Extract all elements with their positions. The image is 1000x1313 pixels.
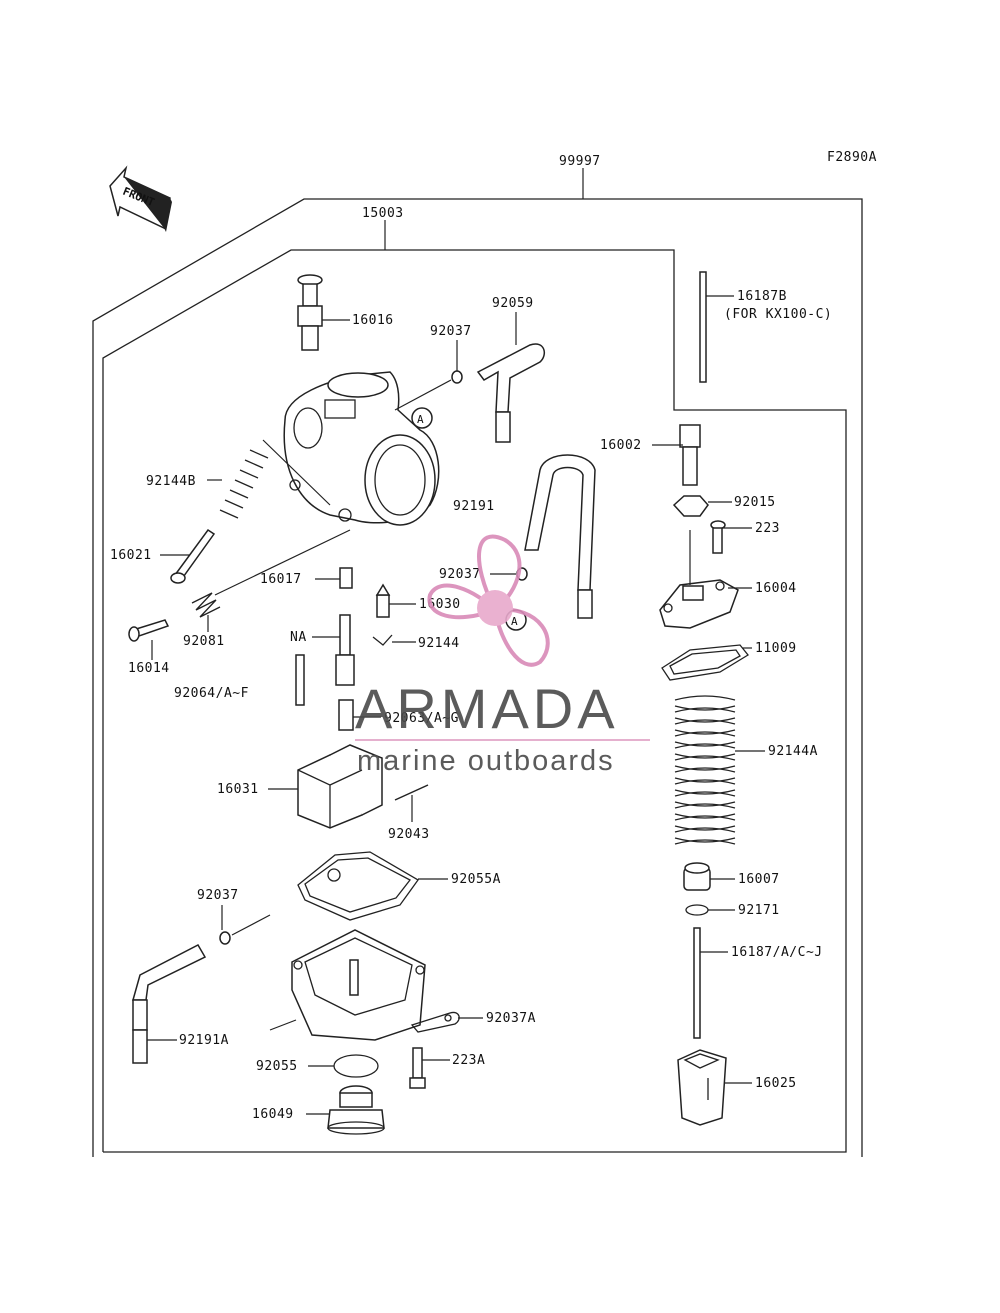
label-16004: 16004 — [755, 581, 797, 596]
part-92081: 92081 — [183, 529, 351, 649]
part-16187b: 16187B (FOR KX100-C) — [699, 271, 832, 383]
part-92144b: 92144B — [146, 439, 331, 519]
label-16031: 16031 — [217, 782, 259, 797]
label-92055: 92055 — [256, 1059, 298, 1074]
marker-a-mid-label: A — [511, 615, 518, 628]
propeller-logo — [427, 534, 550, 667]
part-92037a: 92037A — [410, 1011, 536, 1033]
part-92171: 92171 — [685, 903, 780, 918]
label-92064: 92064/A~F — [174, 686, 249, 701]
label-na: NA — [290, 630, 307, 645]
label-16030: 16030 — [419, 597, 461, 612]
armada-watermark: ARMADA marine outboards — [355, 534, 650, 777]
part-16002: 16002 — [600, 424, 701, 486]
part-16017: 16017 — [260, 567, 353, 589]
marker-a-top: A — [411, 407, 433, 429]
part-16021: 16021 — [110, 528, 216, 584]
part-92055: 92055 — [256, 1054, 379, 1078]
marker-a-top-label: A — [417, 413, 424, 426]
part-16007: 16007 — [683, 862, 780, 891]
label-92043: 92043 — [388, 827, 430, 842]
label-92037a: 92037A — [486, 1011, 536, 1026]
part-16049: 16049 — [252, 1085, 385, 1135]
carburetor-body — [283, 371, 440, 526]
label-223a: 223A — [452, 1053, 485, 1068]
label-16016: 16016 — [352, 313, 394, 328]
part-16004: 16004 — [659, 530, 797, 629]
part-92037-top: 92037 — [394, 324, 472, 411]
part-92144: 92144 — [372, 634, 460, 651]
part-11009: 11009 — [661, 641, 797, 681]
part-16030: 16030 — [375, 583, 461, 618]
part-92191a: 92191A — [132, 944, 229, 1064]
label-92144b: 92144B — [146, 474, 196, 489]
label-92015: 92015 — [734, 495, 776, 510]
label-16017: 16017 — [260, 572, 302, 587]
part-92144a: 92144A — [674, 695, 818, 845]
label-16187b-note: (FOR KX100-C) — [724, 307, 832, 322]
label-92037-mid: 92037 — [439, 567, 481, 582]
part-92063: 92063/A~G — [338, 699, 459, 731]
label-92055a: 92055A — [451, 872, 501, 887]
label-92063: 92063/A~G — [384, 711, 459, 726]
watermark-brand: ARMADA — [355, 677, 619, 740]
part-223: 223 — [710, 520, 780, 554]
part-16187: 16187/A/C~J — [693, 927, 823, 1039]
label-92144a: 92144A — [768, 744, 818, 759]
label-92191a: 92191A — [179, 1033, 229, 1048]
part-92059: 92059 — [476, 296, 546, 443]
label-92037-low: 92037 — [197, 888, 239, 903]
watermark-tagline: marine outboards — [357, 745, 615, 777]
part-92037-low: 92037 — [197, 888, 271, 945]
label-92171: 92171 — [738, 903, 780, 918]
float-bowl — [269, 929, 426, 1041]
label-11009: 11009 — [755, 641, 797, 656]
part-16025: 16025 — [677, 1049, 797, 1126]
part-223a: 223A — [409, 1047, 485, 1089]
label-92081: 92081 — [183, 634, 225, 649]
figure-code: F2890A — [827, 150, 877, 165]
label-223: 223 — [755, 521, 780, 536]
assembly-label-15003: 15003 — [362, 206, 404, 221]
part-92191: 92191 — [453, 454, 596, 619]
label-92144: 92144 — [418, 636, 460, 651]
part-92055a: 92055A — [297, 851, 501, 921]
part-92015: 92015 — [672, 495, 776, 517]
label-92037-top: 92037 — [430, 324, 472, 339]
part-16016: 16016 — [297, 274, 394, 351]
front-arrow: FRONT — [109, 165, 172, 232]
part-16014: 16014 — [128, 619, 170, 676]
outer-assembly-frame: 99997 — [92, 154, 863, 1157]
label-16002: 16002 — [600, 438, 642, 453]
label-16187: 16187/A/C~J — [731, 945, 823, 960]
label-16021: 16021 — [110, 548, 152, 563]
part-na-jet: NA — [290, 614, 355, 686]
assembly-label-99997: 99997 — [559, 154, 601, 169]
label-92191: 92191 — [453, 499, 495, 514]
label-16025: 16025 — [755, 1076, 797, 1091]
label-16014: 16014 — [128, 661, 170, 676]
part-16031: 16031 — [217, 744, 383, 829]
label-16049: 16049 — [252, 1107, 294, 1122]
part-92064: 92064/A~F — [174, 654, 305, 706]
inner-assembly-frame: 15003 — [102, 206, 847, 1153]
label-16007: 16007 — [738, 872, 780, 887]
label-16187b: 16187B — [737, 289, 787, 304]
label-92059: 92059 — [492, 296, 534, 311]
part-92043: 92043 — [388, 784, 430, 842]
